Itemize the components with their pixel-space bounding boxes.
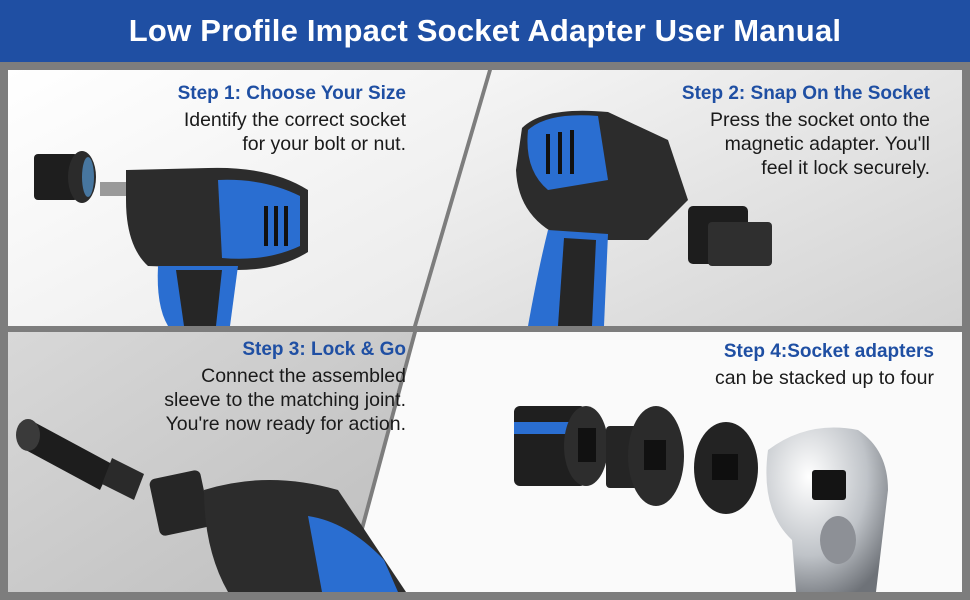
panels-graphic <box>8 70 962 592</box>
step4-line: can be stacked up to four <box>715 367 934 389</box>
socket-adapter-icon <box>694 422 758 514</box>
step3-caption: Step 3: Lock & Go Connect the assembled … <box>164 338 406 436</box>
title-banner: Low Profile Impact Socket Adapter User M… <box>0 0 970 62</box>
step2-line: magnetic adapter. You'll <box>724 133 930 155</box>
step2-line: feel it lock securely. <box>761 157 930 179</box>
page-title: Low Profile Impact Socket Adapter User M… <box>128 13 842 48</box>
socket-adapter-icon <box>16 419 211 536</box>
step3-line: Connect the assembled <box>201 365 406 387</box>
step3-heading: Step 3: Lock & Go <box>242 339 406 360</box>
step1-heading: Step 1: Choose Your Size <box>177 83 406 104</box>
step4-heading: Step 4:Socket adapters <box>723 341 934 362</box>
step1-line: Identify the correct socket <box>183 109 406 131</box>
step4-caption: Step 4:Socket adapters can be stacked up… <box>715 340 934 390</box>
step1-caption: Step 1: Choose Your Size Identify the co… <box>178 82 406 156</box>
instruction-panels: Step 1: Choose Your Size Identify the co… <box>8 70 962 592</box>
impact-wrench-icon <box>204 480 406 592</box>
step2-caption: Step 2: Snap On the Socket Press the soc… <box>682 82 930 180</box>
impact-wrench-icon <box>100 167 308 326</box>
socket-adapter-icon <box>34 151 96 203</box>
step2-line: Press the socket onto the <box>709 109 930 131</box>
step2-heading: Step 2: Snap On the Socket <box>681 83 930 104</box>
socket-adapter-icon <box>606 406 684 506</box>
step3-line: You're now ready for action. <box>165 413 406 435</box>
step1-line: for your bolt or nut. <box>242 133 406 155</box>
step3-line: sleeve to the matching joint. <box>164 389 406 411</box>
impact-wrench-icon <box>516 110 772 326</box>
socket-adapter-icon <box>514 406 608 486</box>
ratchet-icon <box>766 427 888 592</box>
